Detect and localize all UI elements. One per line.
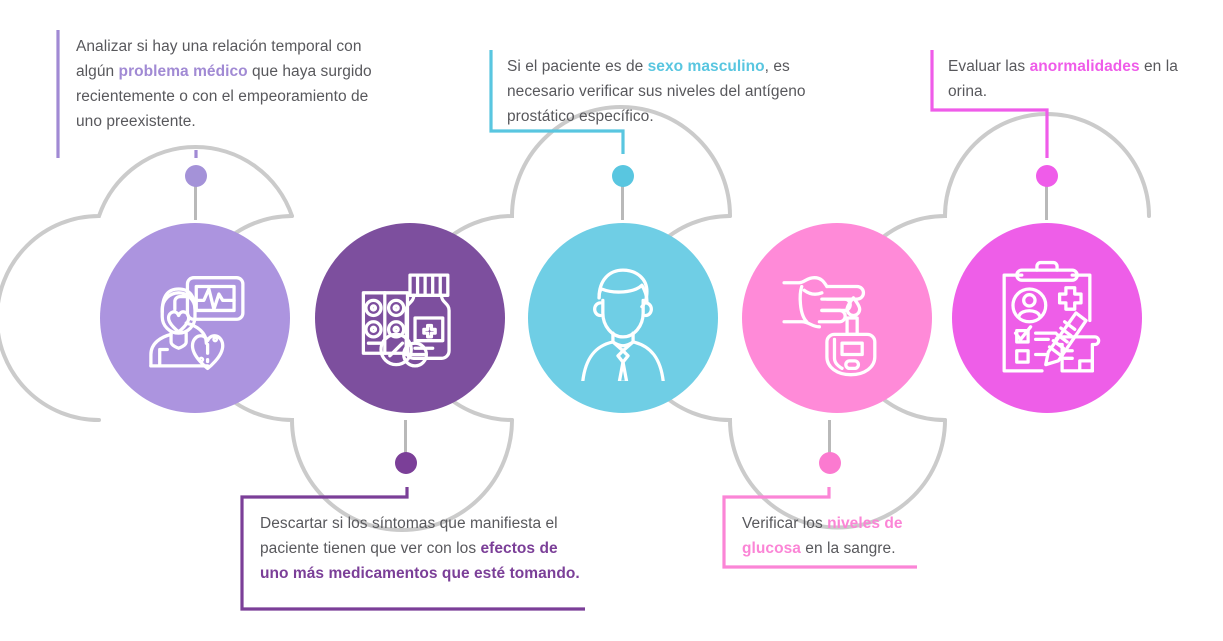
callout-text-step-2: Descartar si los síntomas que manifiesta… xyxy=(260,515,580,583)
callout-text-step-5: Evaluar las anormalidades en la orina. xyxy=(948,58,1178,101)
callout-text-step-3: Si el paciente es de sexo masculino, es … xyxy=(507,58,806,126)
callout-step-4[interactable]: Verificar los niveles de glucosa en la s… xyxy=(722,487,932,577)
stem-step-3 xyxy=(621,186,624,220)
step-circle-2[interactable] xyxy=(315,223,505,413)
callout-text-step-1: Analizar si hay una relación temporal co… xyxy=(76,38,372,131)
clipboard-urine-sample-icon xyxy=(984,255,1110,381)
stem-step-4 xyxy=(828,420,831,458)
glucometer-hand-icon xyxy=(774,255,900,381)
step-circle-5[interactable] xyxy=(952,223,1142,413)
callout-step-5[interactable]: Evaluar las anormalidades en la orina. xyxy=(930,48,1210,158)
callout-text-step-4: Verificar los niveles de glucosa en la s… xyxy=(742,515,903,558)
step-circle-4[interactable] xyxy=(742,223,932,413)
patient-heart-monitor-icon xyxy=(132,255,258,381)
dot-step-5 xyxy=(1036,165,1058,187)
step-circle-3[interactable] xyxy=(528,223,718,413)
dot-step-1 xyxy=(185,165,207,187)
callout-step-1[interactable]: Analizar si hay una relación temporal co… xyxy=(56,28,406,158)
dot-step-3 xyxy=(612,165,634,187)
stem-step-1 xyxy=(194,186,197,220)
medications-pills-icon xyxy=(347,255,473,381)
stem-step-5 xyxy=(1045,186,1048,220)
dot-step-2 xyxy=(395,452,417,474)
step-circle-1[interactable] xyxy=(100,223,290,413)
callout-step-2[interactable]: Descartar si los síntomas que manifiesta… xyxy=(240,487,590,617)
stem-step-2 xyxy=(404,420,407,458)
male-patient-icon xyxy=(560,255,686,381)
dot-step-4 xyxy=(819,452,841,474)
callout-step-3[interactable]: Si el paciente es de sexo masculino, es … xyxy=(489,48,819,158)
